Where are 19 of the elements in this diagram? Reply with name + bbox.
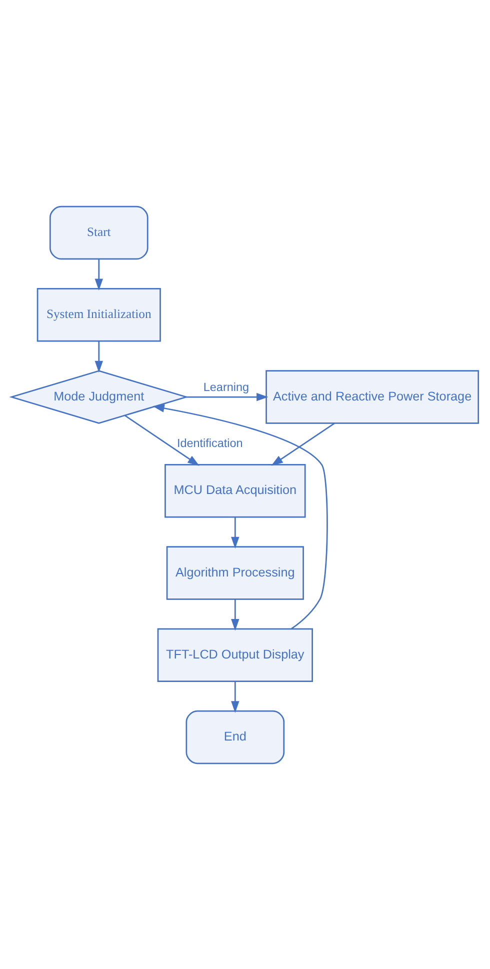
edge-label: Identification — [176, 436, 243, 450]
arrow — [186, 392, 268, 401]
arrow — [231, 680, 240, 712]
node-box: Start — [49, 205, 148, 260]
node-diamond: Mode Judgment — [9, 370, 189, 424]
edge-label: Learning — [203, 380, 250, 394]
node-box: MCU Data Acquisition — [164, 464, 306, 518]
node-box: System Initialization — [36, 288, 161, 342]
arrow — [124, 414, 200, 466]
node-box: TFT-LCD Output Display — [157, 628, 313, 682]
arrow — [271, 422, 335, 466]
arrow — [94, 258, 103, 290]
arrow — [94, 340, 103, 372]
arrow — [152, 404, 328, 629]
node-box: Active and Reactive Power Storage — [266, 370, 480, 424]
arrow — [231, 516, 240, 548]
arrow — [231, 598, 240, 630]
node-box: Algorithm Processing — [166, 546, 304, 600]
node-box: End — [186, 710, 285, 764]
